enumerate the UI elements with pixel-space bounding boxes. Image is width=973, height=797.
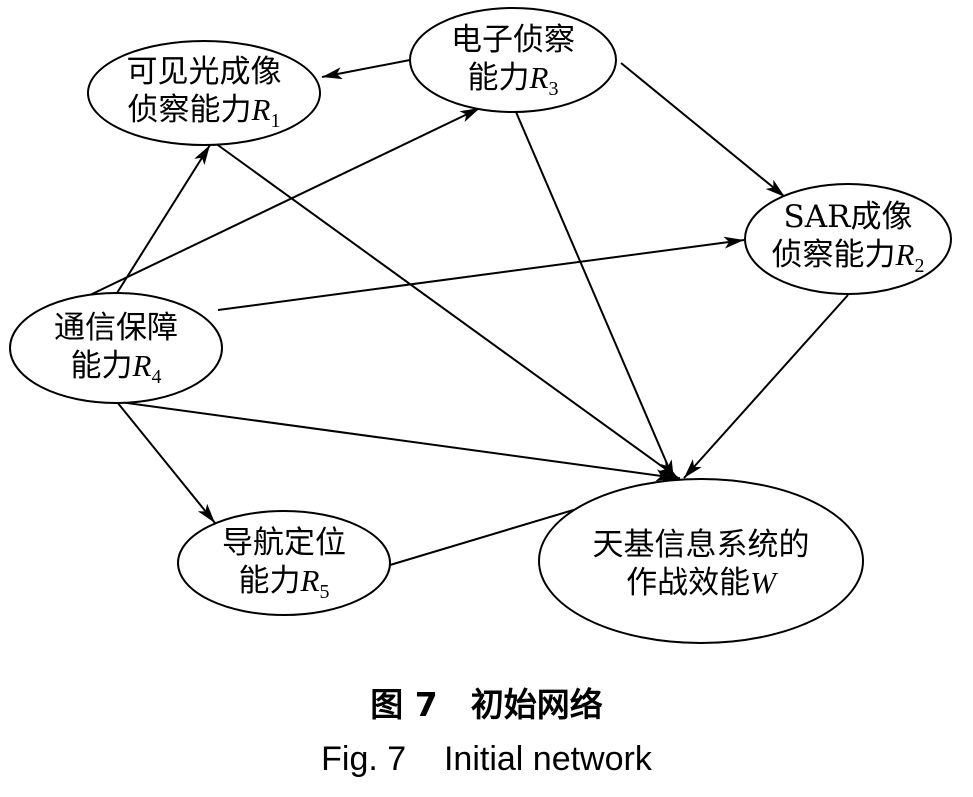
node-r2-line1: SAR成像 — [784, 199, 913, 235]
edge-r4-to-r2 — [217, 236, 745, 311]
node-r1: 可见光成像 侦察能力R1 — [87, 40, 321, 146]
edge-r3-to-w — [515, 111, 675, 481]
edge-r4-to-r5 — [116, 401, 216, 524]
node-r1-line1: 可见光成像 — [127, 54, 282, 90]
edge-r4-to-w — [119, 401, 677, 482]
node-w-line1: 天基信息系统的 — [593, 527, 810, 563]
edge-r2-to-w — [683, 294, 849, 479]
edge-r3-to-r1 — [321, 59, 411, 80]
node-r5-line2: 能力R5 — [239, 563, 330, 603]
node-w: 天基信息系统的 作战效能W — [538, 478, 864, 644]
node-r1-line2: 侦察能力R1 — [128, 92, 281, 132]
node-r4-line2: 能力R4 — [71, 348, 162, 388]
figure-caption-cn: 图 7 初始网络 — [370, 685, 603, 724]
edge-r4-to-r1 — [116, 144, 211, 294]
node-r3-line1: 电子侦察 — [451, 22, 575, 58]
network-diagram: 可见光成像 侦察能力R1 电子侦察 能力R3 SAR成像 侦察能力R2 通信保障… — [9, 7, 952, 644]
node-r3: 电子侦察 能力R3 — [409, 7, 617, 113]
edge-r1-to-w — [214, 142, 679, 479]
edge-r4-to-r3 — [89, 107, 481, 296]
node-r1-ellipse — [87, 40, 321, 146]
node-w-ellipse — [538, 478, 864, 644]
node-r2: SAR成像 侦察能力R2 — [744, 183, 952, 295]
node-r5-ellipse — [177, 510, 391, 616]
edge-r3-to-r2 — [620, 62, 786, 198]
figure-caption-en: Fig. 7 Initial network — [321, 740, 652, 778]
node-r4-ellipse — [9, 292, 223, 404]
edges — [89, 59, 849, 566]
node-r3-line2: 能力R3 — [468, 60, 559, 100]
node-w-line2: 作战效能W — [626, 565, 779, 601]
node-r5-line1: 导航定位 — [222, 525, 346, 561]
node-r2-line2: 侦察能力R2 — [772, 237, 925, 277]
node-r4: 通信保障 能力R4 — [9, 292, 223, 404]
node-r4-line1: 通信保障 — [54, 310, 178, 346]
node-r3-ellipse — [409, 7, 617, 113]
node-r5: 导航定位 能力R5 — [177, 510, 391, 616]
node-r2-ellipse — [744, 183, 952, 295]
